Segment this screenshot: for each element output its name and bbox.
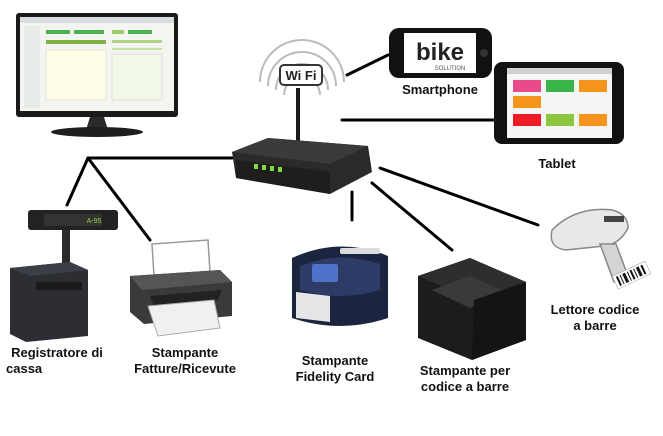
cash-register-display-text: A-95 — [87, 218, 102, 225]
smartphone-label: Smartphone — [394, 82, 486, 98]
cash-register-label: Registratore di cassa — [2, 345, 112, 377]
cash-register-label-line2: cassa — [6, 361, 43, 376]
smartphone-device — [389, 28, 492, 78]
barcode-printer-device — [418, 258, 526, 360]
tablet-label-text: Tablet — [538, 156, 576, 171]
line-router-smartphone — [345, 53, 390, 77]
barcode-printer-label-line1: Stampante per — [419, 363, 511, 378]
wifi-router — [232, 39, 372, 194]
line-hub-invoice-printer — [86, 156, 152, 242]
desktop-monitor — [16, 13, 178, 137]
smartphone-screen-subtext: SOLUTION — [435, 66, 466, 72]
card-printer-label-line1: Stampante — [301, 353, 369, 368]
barcode-reader-device — [550, 208, 652, 290]
card-printer-label-line2: Fidelity Card — [295, 369, 375, 384]
wifi-text: Wi Fi — [286, 68, 317, 83]
barcode-printer-label: Stampante per codice a barre — [410, 363, 520, 395]
router-leds — [254, 164, 282, 172]
tablet-device — [494, 62, 624, 144]
line-router-barcode-printer — [370, 181, 454, 252]
invoice-printer-device — [130, 239, 232, 337]
smartphone-label-text: Smartphone — [402, 82, 478, 97]
cash-register-label-line1: Registratore di — [11, 345, 103, 360]
barcode-printer-label-line2: codice a barre — [420, 379, 510, 394]
invoice-printer-label-line1: Stampante — [151, 345, 219, 360]
card-printer-label: Stampante Fidelity Card — [280, 353, 390, 385]
invoice-printer-label: Stampante Fatture/Ricevute — [130, 345, 240, 377]
tablet-app-tiles — [513, 80, 607, 126]
connection-lines — [65, 53, 540, 252]
cash-register-device — [10, 210, 118, 342]
smartphone-screen-text: bike — [416, 39, 464, 66]
tablet-label: Tablet — [522, 156, 592, 172]
line-router-barcode-reader — [378, 166, 540, 227]
line-hub-register — [65, 156, 90, 207]
barcode-reader-label-line1: Lettore codice — [550, 302, 640, 317]
card-printer-device — [292, 246, 388, 326]
barcode-reader-label-line2: a barre — [573, 318, 617, 333]
barcode-label — [611, 260, 652, 290]
barcode-reader-label: Lettore codice a barre — [540, 302, 650, 334]
invoice-printer-label-line2: Fatture/Ricevute — [134, 361, 236, 376]
